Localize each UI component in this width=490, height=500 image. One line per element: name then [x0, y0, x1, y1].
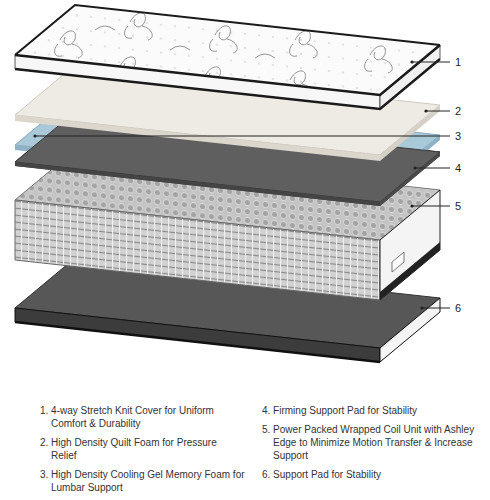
callout-number: 2 [455, 104, 461, 118]
leader-dot [420, 306, 423, 309]
edge-band [380, 242, 440, 300]
pad-side [380, 152, 440, 206]
knit-cover [15, 5, 440, 109]
leader-line [422, 308, 450, 309]
leader-dot [413, 166, 416, 169]
leader-line [412, 206, 450, 207]
pad-front [15, 308, 380, 362]
leader-lines [35, 62, 450, 308]
piping [15, 5, 440, 55]
pad-front [15, 162, 380, 206]
leader-dot [410, 60, 413, 63]
foam-front [15, 115, 380, 161]
caption-item: 6. Support Pad for Stability [262, 468, 482, 481]
caption-item: 5. Power Packed Wrapped Coil Unit with A… [262, 423, 482, 462]
leader-dot [424, 109, 427, 112]
coil-front [15, 200, 380, 300]
leader-line [426, 111, 450, 112]
callout-number: 1 [455, 55, 461, 69]
leader-line [415, 168, 450, 169]
piping [15, 59, 440, 109]
caption-item: 4. Firming Support Pad for Stability [262, 404, 482, 417]
caption-item: 1. 4-way Stretch Knit Cover for Uniform … [40, 404, 245, 430]
caption-item: 2. High Density Quilt Foam for Pressure … [40, 436, 245, 462]
cover-front [15, 55, 380, 109]
flower [365, 46, 393, 73]
piping [15, 322, 380, 362]
leader-dots [33, 60, 427, 309]
callout-number: 5 [455, 199, 461, 213]
flower [125, 13, 153, 40]
callout-number: 4 [455, 161, 461, 175]
leader-line [412, 62, 450, 63]
foam-side [380, 105, 440, 161]
leader-line [35, 136, 450, 137]
flower [290, 31, 318, 58]
leader-dot [33, 134, 36, 137]
cover-side [380, 45, 440, 109]
edge-tag [392, 252, 404, 272]
leader-dot [410, 204, 413, 207]
flower [55, 31, 83, 58]
caption-item: 3. High Density Cooling Gel Memory Foam … [40, 468, 245, 494]
callout-number: 6 [455, 301, 461, 315]
piping [15, 45, 440, 95]
callout-number: 3 [455, 129, 461, 143]
flower [210, 26, 238, 53]
